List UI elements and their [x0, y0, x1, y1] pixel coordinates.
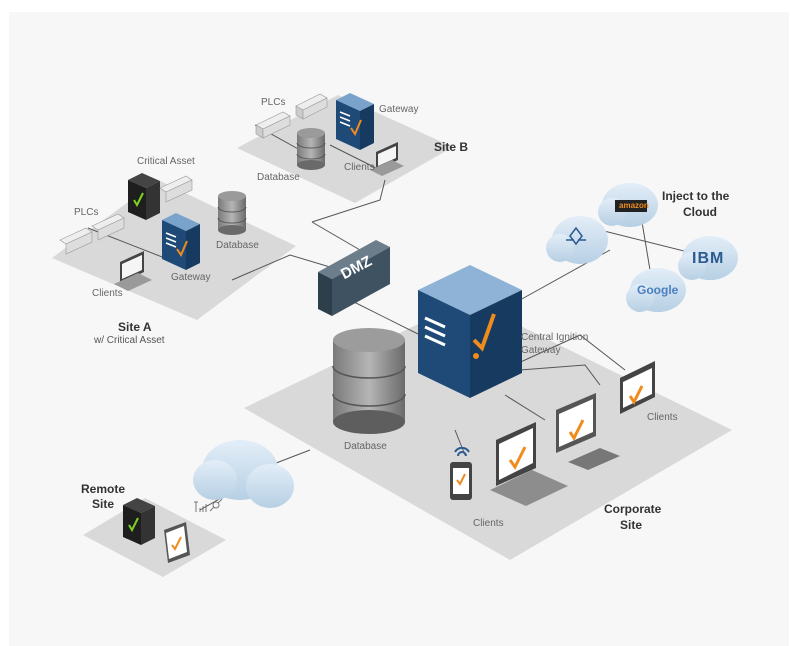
cloud-google — [626, 268, 686, 312]
site-b-client-laptop — [370, 142, 404, 176]
ibm-logo: IBM — [692, 250, 725, 267]
site-b-platform — [237, 95, 453, 203]
cloud-title-line2: Cloud — [683, 205, 717, 219]
site-a-database — [217, 191, 247, 235]
site-a-gateway-server — [162, 213, 200, 270]
site-a-plc-rack-2 — [91, 213, 125, 241]
site-b-gateway-label: Gateway — [379, 104, 419, 115]
central-gateway-label-line2: Gateway — [521, 345, 561, 356]
corporate-clients-label-right: Clients — [647, 412, 678, 423]
remote-title-line1: Remote — [81, 482, 126, 496]
corporate-client-touchscreen — [620, 361, 655, 414]
remote-client-panel — [164, 522, 190, 563]
site-b-plc-rack-2 — [295, 93, 328, 120]
site-b-plcs-label: PLCs — [261, 97, 286, 108]
corporate-client-desktop — [556, 393, 620, 470]
corporate-clients-label-bottom: Clients — [473, 518, 504, 529]
site-a-client-laptop — [114, 251, 152, 291]
central-database-label: Database — [344, 441, 387, 452]
site-b-title: Site B — [434, 140, 469, 154]
site-b-database-label: Database — [257, 172, 300, 183]
amazon-logo: amazon — [619, 201, 649, 210]
corporate-client-laptop — [490, 422, 568, 506]
cloud-remote-link — [193, 440, 294, 508]
central-gateway-label-line1: Central Ignition — [521, 332, 589, 343]
site-a-clients-label: Clients — [92, 288, 123, 299]
remote-title-line2: Site — [92, 497, 115, 511]
site-a-plcs-label: PLCs — [74, 207, 99, 218]
site-b-gateway-server — [336, 93, 374, 150]
cloud-generic-1 — [546, 216, 608, 264]
central-gateway-server — [418, 265, 522, 398]
site-b-plc-rack-1 — [255, 111, 291, 139]
cloud-ibm — [678, 236, 738, 280]
site-a-database-label: Database — [216, 240, 259, 251]
satellite-icon — [209, 498, 223, 512]
corporate-title-line2: Site — [620, 518, 643, 532]
remote-critical-asset — [123, 498, 155, 545]
site-a-gateway-label: Gateway — [171, 272, 211, 283]
central-database — [332, 328, 406, 434]
site-a-critical-asset-label: Critical Asset — [137, 156, 195, 167]
signal-antenna-icon — [194, 501, 207, 512]
site-b-clients-label: Clients — [344, 162, 375, 173]
site-a-critical-plc — [159, 175, 193, 203]
wifi-icon — [454, 446, 470, 457]
cloud-amazon — [598, 183, 658, 227]
site-b-database — [296, 128, 326, 170]
site-a-plc-rack-1 — [59, 227, 93, 255]
site-a-subtitle: w/ Critical Asset — [94, 335, 165, 346]
google-logo: Google — [637, 283, 679, 297]
corporate-client-tablet — [450, 462, 472, 500]
network-links — [87, 124, 701, 511]
site-a-title: Site A — [118, 320, 152, 334]
corporate-title-line1: Corporate — [604, 502, 662, 516]
dmz-appliance — [318, 240, 390, 316]
site-a-critical-asset — [128, 173, 160, 220]
cloud-title-line1: Inject to the — [662, 189, 730, 203]
